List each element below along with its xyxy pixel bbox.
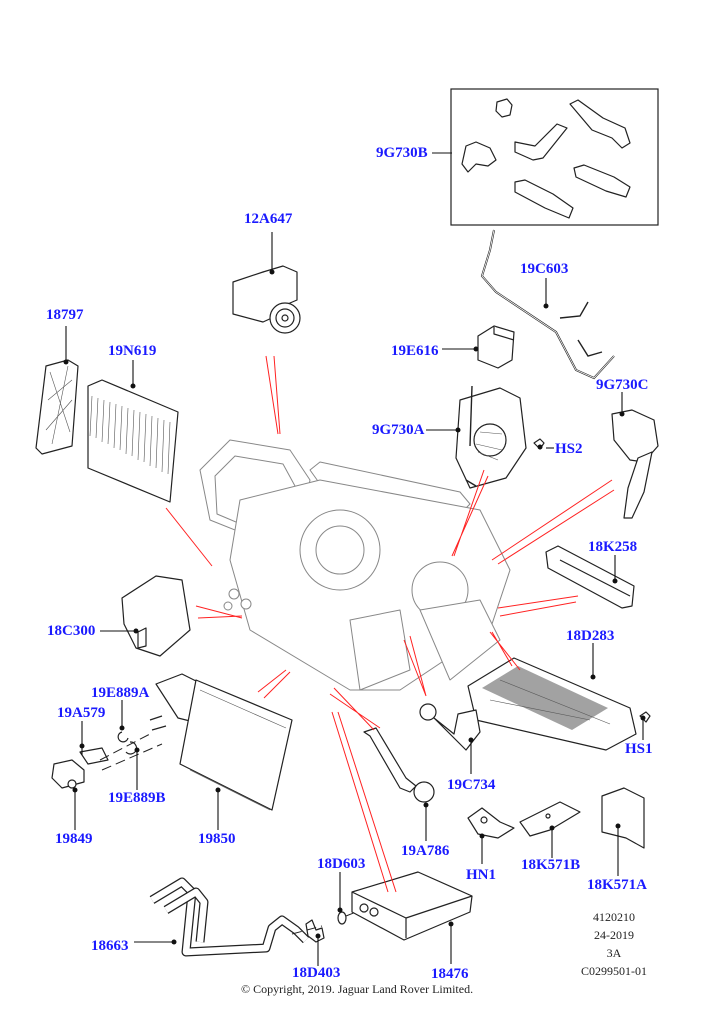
red-assembly-leaders <box>165 355 615 893</box>
cover-18C300[interactable] <box>121 575 191 657</box>
actuator-link-kit-9G730B[interactable] <box>450 88 659 226</box>
callout-leaders <box>63 152 646 966</box>
clip-18D403[interactable] <box>305 919 325 943</box>
wiring-harness-19C603[interactable] <box>480 229 615 380</box>
callout-18K571B[interactable]: 18K571B <box>521 857 581 873</box>
callout-HS2[interactable]: HS2 <box>555 441 583 457</box>
callout-HS1[interactable]: HS1 <box>625 741 653 757</box>
copyright-notice: © Copyright, 2019. Jaguar Land Rover Lim… <box>241 982 474 996</box>
drain-tube-19A786[interactable] <box>363 727 435 803</box>
callout-19849[interactable]: 19849 <box>55 831 93 847</box>
callout-19E616[interactable]: 19E616 <box>391 343 439 359</box>
callout-18476[interactable]: 18476 <box>431 966 469 982</box>
callout-19N619[interactable]: 19N619 <box>108 343 157 359</box>
callout-9G730A[interactable]: 9G730A <box>372 422 425 438</box>
date-code: 24-2019 <box>594 928 634 942</box>
callout-18K571A[interactable]: 18K571A <box>587 877 647 893</box>
heater-core-18476[interactable] <box>351 871 473 941</box>
callout-18C300[interactable]: 18C300 <box>47 623 96 639</box>
callout-19850[interactable]: 19850 <box>198 831 236 847</box>
callout-12A647[interactable]: 12A647 <box>244 211 293 227</box>
callout-18797[interactable]: 18797 <box>46 307 84 323</box>
heater-panel-18D283[interactable] <box>467 657 637 751</box>
callout-18663[interactable]: 18663 <box>91 938 129 954</box>
heater-hose-18663[interactable] <box>149 877 310 957</box>
callout-19A579[interactable]: 19A579 <box>57 705 106 721</box>
callout-19C603[interactable]: 19C603 <box>520 261 569 277</box>
duct-18K258[interactable] <box>545 545 635 609</box>
callout-19E889A[interactable]: 19E889A <box>91 685 150 701</box>
o-ring-18D603[interactable] <box>337 911 347 925</box>
gasket-19A579[interactable] <box>79 747 109 765</box>
evaporator-core-19850[interactable] <box>149 673 293 811</box>
actuator-9G730C[interactable] <box>611 409 659 519</box>
actuator-pin <box>461 98 631 219</box>
callout-19A786[interactable]: 19A786 <box>401 843 450 859</box>
blower-motor-12A647[interactable] <box>232 265 301 334</box>
callout-18D403[interactable]: 18D403 <box>292 965 341 981</box>
shield-18K571A[interactable] <box>601 787 645 849</box>
callout-HN1[interactable]: HN1 <box>466 867 496 883</box>
o-ring-19E889A[interactable] <box>117 731 129 743</box>
hvac-housing-assembly <box>199 439 511 691</box>
revision: 3A <box>606 946 622 960</box>
catalog-reference: C0299501-01 <box>581 964 647 978</box>
expansion-valve-19849[interactable] <box>51 759 85 789</box>
callout-9G730C[interactable]: 9G730C <box>596 377 649 393</box>
nut-HN1[interactable] <box>467 807 515 839</box>
illustration-number: 4120210 <box>593 910 635 924</box>
callout-18D283[interactable]: 18D283 <box>566 628 615 644</box>
callout-18K258[interactable]: 18K258 <box>588 539 638 555</box>
filter-cover-18797[interactable] <box>35 359 79 455</box>
callout-9G730B[interactable]: 9G730B <box>376 145 428 161</box>
callout-19E889B[interactable]: 19E889B <box>108 790 166 806</box>
blower-control-module-19E616[interactable] <box>477 325 515 369</box>
bracket-18K571B[interactable] <box>519 801 581 837</box>
assembly-axis-line <box>99 733 163 771</box>
callout-19C734[interactable]: 19C734 <box>447 777 496 793</box>
callout-18D603[interactable]: 18D603 <box>317 856 366 872</box>
pollen-filter-19N619[interactable] <box>87 379 179 503</box>
actuator-assembly-9G730A[interactable] <box>455 385 527 489</box>
